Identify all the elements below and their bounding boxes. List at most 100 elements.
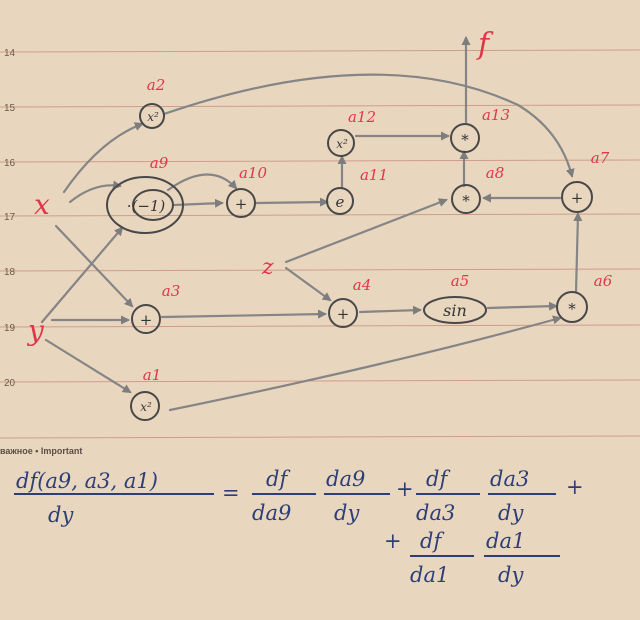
node-a6-op: *: [568, 300, 576, 318]
node-a1-circle: [130, 391, 160, 421]
margin-number: 20: [4, 378, 16, 389]
edge-z-a4: [284, 266, 332, 302]
edge-a9-a10: [166, 173, 238, 192]
formula-t6-den: dy: [498, 563, 524, 587]
formula-t6-num: da1: [486, 529, 525, 553]
formula-t4-num: da3: [490, 467, 529, 491]
formula-plus-end: +: [566, 475, 584, 499]
node-a1-label: a1: [143, 366, 162, 384]
node-a4-circle: [328, 298, 358, 328]
formula-lhs-num: df(a9, a3, a1): [16, 469, 158, 493]
node-a10-op: +: [235, 195, 248, 213]
edge-x-a3: [54, 224, 134, 308]
important-label: важное • Important: [0, 446, 82, 456]
formula-t5-den: da1: [410, 563, 449, 587]
formula-t1-num: df: [266, 467, 290, 491]
node-a9-ellipse: [106, 176, 184, 234]
margin-number: 14: [4, 48, 16, 59]
margin-number: 17: [4, 212, 16, 223]
node-a5-label: a5: [451, 272, 470, 290]
node-labels: a2 a9 a10 a12 a11 a13 a8 a7 a3 a4 a5 a6 …: [143, 76, 613, 384]
node-a10-label: a10: [239, 164, 267, 182]
node-a5-ellipse: [423, 296, 487, 324]
node-a8-label: a8: [486, 164, 505, 182]
node-a4-op: +: [337, 305, 350, 323]
rule-line: [0, 324, 640, 328]
node-a3-circle: [131, 304, 161, 334]
node-operations: x² ·(−1) + x² e * * + + + sin * x²: [127, 110, 584, 414]
edge-y-a1: [44, 338, 132, 394]
node-a7-op: +: [571, 189, 584, 207]
formula-t1-den: da9: [252, 501, 291, 525]
node-a13-circle: [450, 123, 480, 153]
margin-number: 16: [4, 158, 16, 169]
node-a9-inner-ellipse: [132, 189, 174, 221]
edge-a6-a7: [573, 212, 583, 294]
node-a12-circle: [327, 129, 355, 157]
node-a2-label: a2: [147, 76, 166, 94]
node-a13-label: a13: [482, 106, 510, 124]
edge-a5-a6: [486, 301, 558, 311]
node-a8-op: *: [462, 192, 470, 210]
edge-x-a2: [62, 122, 144, 194]
margin-number: 18: [4, 267, 16, 278]
edge-a4-a5: [358, 305, 422, 315]
formula-equals: =: [222, 481, 240, 505]
edge-x-a9: [68, 180, 122, 204]
margin-number: 15: [4, 103, 16, 114]
formula: df(a9, a3, a1) dy = df da9 da9 dy + df d…: [14, 467, 584, 587]
output-f: f: [476, 27, 494, 62]
node-a5-op: sin: [443, 301, 467, 320]
rule-line: [0, 379, 640, 383]
node-a2-op: x²: [147, 110, 159, 124]
node-a2-circle: [139, 103, 165, 129]
node-a12-label: a12: [348, 108, 376, 126]
node-a10-circle: [226, 188, 256, 218]
formula-t3-num: df: [426, 467, 450, 491]
node-a11-op: e: [336, 193, 345, 211]
rule-line: [0, 159, 640, 163]
formula-t2-num: da9: [326, 467, 365, 491]
node-a12-op: x²: [336, 137, 348, 151]
rule-line: [0, 213, 640, 217]
graph-edges: [40, 36, 583, 412]
edge-a9-a10-b: [172, 198, 224, 208]
node-a3-op: +: [140, 311, 153, 329]
ruled-lines: [0, 49, 640, 439]
formula-t2-den: dy: [334, 501, 360, 525]
edge-a1-a6: [168, 315, 562, 412]
node-a9-label: a9: [150, 154, 169, 172]
edge-a3-a4: [160, 309, 327, 319]
edge-a10-a11: [254, 197, 329, 207]
formula-plus-start: +: [384, 529, 402, 553]
edge-z-a8: [284, 198, 448, 264]
formula-t3-den: da3: [416, 501, 455, 525]
rule-line: [0, 104, 640, 108]
node-a11-label: a11: [360, 166, 388, 184]
input-x: x: [34, 188, 50, 221]
node-a6-label: a6: [594, 272, 613, 290]
node-a7-label: a7: [591, 149, 610, 167]
edge-a2-a7: [162, 73, 575, 178]
rule-line: [0, 49, 640, 53]
graph-nodes: [106, 103, 593, 421]
node-a1-op: x²: [140, 400, 152, 414]
node-a8-circle: [451, 184, 481, 214]
formula-plus: +: [396, 477, 414, 501]
rule-line: [0, 435, 640, 439]
node-a11-circle: [326, 187, 354, 215]
input-y: y: [26, 314, 45, 347]
node-a13-op: *: [461, 131, 469, 149]
node-a3-label: a3: [162, 282, 181, 300]
edge-y-a9: [40, 226, 124, 324]
formula-lhs-den: dy: [48, 503, 74, 527]
formula-t5-num: df: [420, 529, 444, 553]
rule-line: [0, 268, 640, 272]
node-a9-op: ·(−1): [127, 197, 166, 215]
node-a7-circle: [561, 181, 593, 213]
margin-numbers: 14 15 16 17 18 19 20: [4, 48, 16, 389]
formula-t4-den: dy: [498, 501, 524, 525]
input-z: z: [261, 255, 274, 280]
